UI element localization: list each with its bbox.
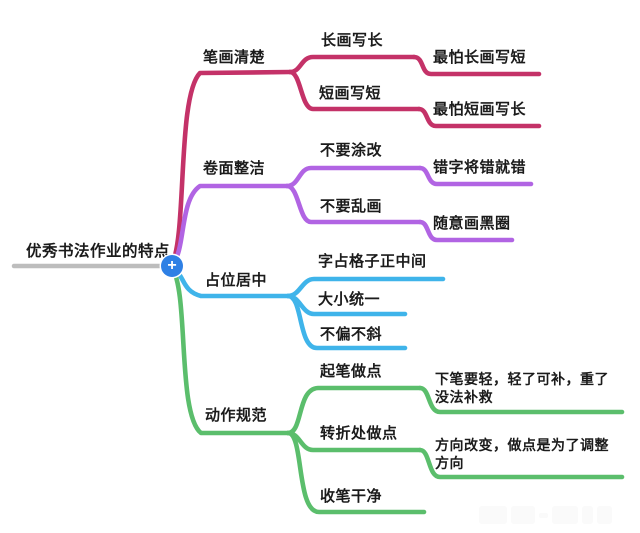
node-clean-finish[interactable]: 收笔干净 xyxy=(320,488,383,505)
branch1-grandchild1-line xyxy=(411,54,542,77)
node-short-written-short[interactable]: 短画写短 xyxy=(319,85,382,102)
node-centered-position[interactable]: 占位居中 xyxy=(205,272,268,289)
watermark-block xyxy=(552,506,578,524)
node-press-lightly-note[interactable]: 下笔要轻，轻了可补，重了没法补救 xyxy=(435,371,609,405)
node-dot-at-start[interactable]: 起笔做点 xyxy=(320,363,383,380)
watermark-dash xyxy=(539,512,548,518)
root-node[interactable]: 优秀书法作业的特点 xyxy=(26,243,171,260)
branch4-child3-line xyxy=(285,430,427,515)
watermark-block xyxy=(597,506,612,524)
branch2-child2-line xyxy=(284,183,423,225)
branch4-grandchild1-line xyxy=(417,385,625,415)
branch4-main-line xyxy=(169,265,291,436)
node-dot-at-turns[interactable]: 转折处做点 xyxy=(320,425,398,442)
node-char-centered-in-grid[interactable]: 字占格子正中间 xyxy=(318,253,427,270)
branch1-grandchild2-line xyxy=(416,106,542,129)
branch2-child1-line xyxy=(284,165,423,189)
node-no-erasing[interactable]: 不要涂改 xyxy=(320,142,383,159)
branch1-child2-line xyxy=(287,69,422,112)
node-uniform-size[interactable]: 大小统一 xyxy=(318,291,381,308)
branch2-main-line xyxy=(169,183,290,267)
node-no-scribbling[interactable]: 不要乱画 xyxy=(320,198,383,215)
node-long-written-long[interactable]: 长画写长 xyxy=(321,32,384,49)
branch1-child1-line xyxy=(287,54,417,75)
node-not-off-not-tilted[interactable]: 不偏不斜 xyxy=(320,326,383,343)
branch4-grandchild2-line xyxy=(417,447,625,480)
watermark-block xyxy=(479,506,507,524)
branch3-child3-line xyxy=(285,293,408,351)
branch1-main-line xyxy=(169,69,293,267)
node-neat-paper[interactable]: 卷面整洁 xyxy=(203,160,266,177)
node-standard-motion[interactable]: 动作规范 xyxy=(205,407,268,424)
node-strokes-clear[interactable]: 笔画清楚 xyxy=(203,49,266,66)
watermark-block xyxy=(511,506,535,524)
branch2-grandchild1-line xyxy=(417,165,534,187)
watermark-block xyxy=(582,506,593,524)
node-wrong-char-let-it-be[interactable]: 错字将错就错 xyxy=(433,159,527,176)
node-fear-long-written-short[interactable]: 最怕长画写短 xyxy=(433,49,527,66)
node-fear-short-written-long[interactable]: 最怕短画写长 xyxy=(433,101,527,118)
expand-collapse-button[interactable]: + xyxy=(161,255,183,277)
watermark xyxy=(479,506,612,524)
node-direction-change-note[interactable]: 方向改变，做点是为了调整方向 xyxy=(435,437,609,471)
node-random-black-circles[interactable]: 随意画黑圈 xyxy=(433,215,511,232)
branch2-grandchild2-line xyxy=(417,219,515,243)
